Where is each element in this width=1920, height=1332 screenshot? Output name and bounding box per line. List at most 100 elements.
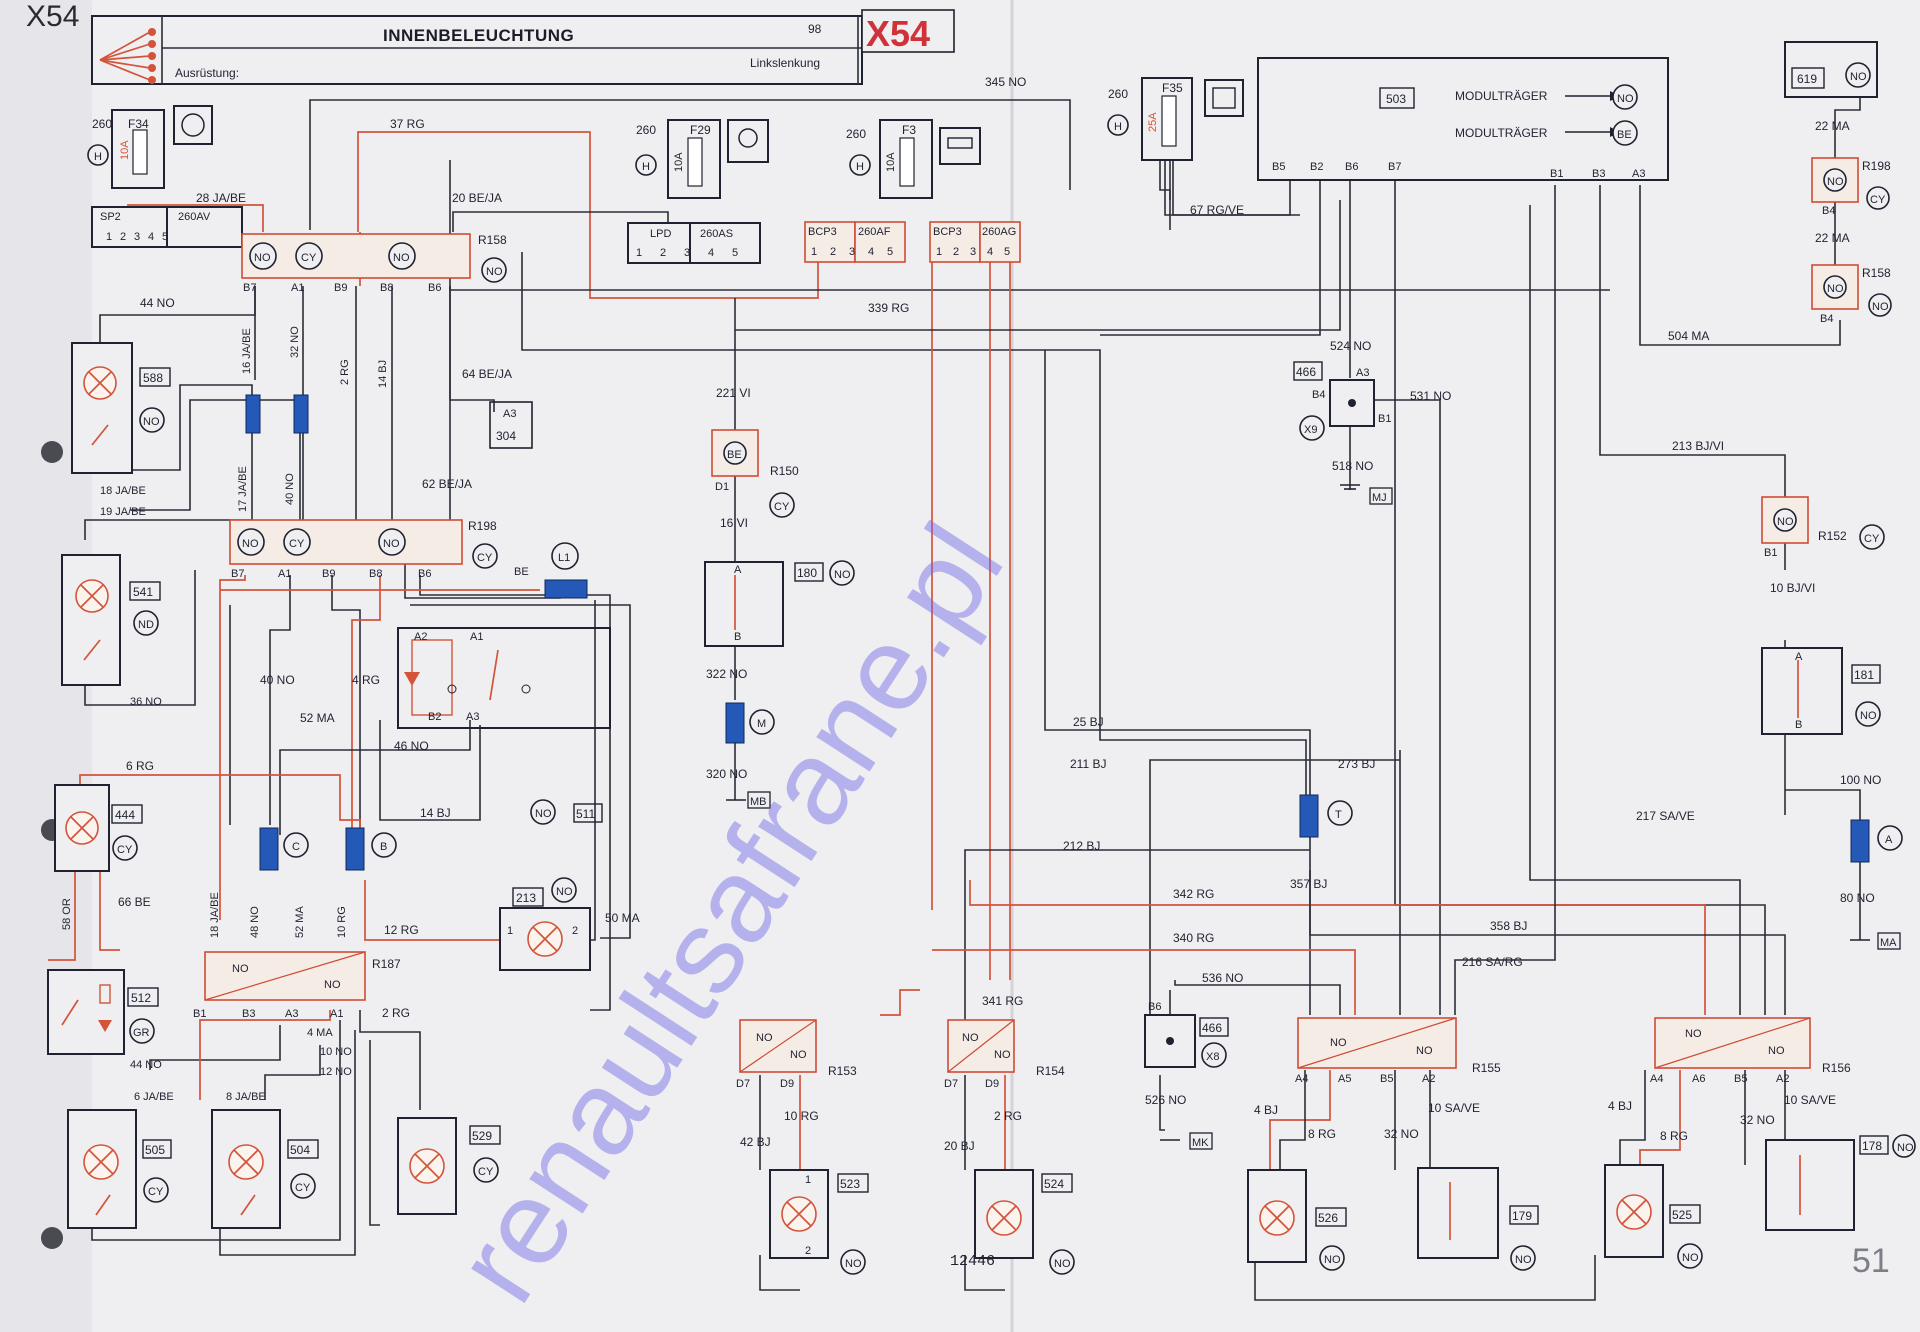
ground-mj: MJ — [1340, 484, 1393, 505]
wire-label: 10 SA/VE — [1428, 1101, 1480, 1115]
pin-label: B2 — [428, 711, 441, 723]
module-304: A3 304 — [489, 401, 533, 449]
wire-label: 12 RG — [384, 923, 419, 937]
fuse-code: 260 — [1108, 87, 1128, 101]
wire — [419, 575, 611, 1011]
pin-label: B4 — [1822, 205, 1835, 217]
lamp-444: 444 CY — [54, 784, 143, 872]
wire-label: 358 BJ — [1490, 919, 1527, 933]
lamp-524: 524 NO — [974, 1169, 1075, 1275]
relay-code: R150 — [770, 464, 799, 478]
tag: NO — [1860, 710, 1877, 722]
wire-label: 19 JA/BE — [100, 506, 146, 518]
switch-180: A B 180 NO — [704, 560, 855, 647]
fuse-side: H — [1114, 121, 1122, 133]
wire-label: 14 BJ — [377, 360, 389, 388]
pin-label: B6 — [1148, 1001, 1161, 1013]
wire-label: 42 BJ — [740, 1135, 771, 1149]
wire-label: 6 JA/BE — [134, 1091, 174, 1103]
wire-label: 524 NO — [1330, 339, 1371, 353]
tag: CY — [117, 844, 133, 856]
component-code: 525 — [1672, 1208, 1692, 1222]
wire — [1454, 185, 1556, 1015]
pin-label: B5 — [1734, 1073, 1747, 1085]
tag: NO — [994, 1049, 1011, 1061]
pin-number: 2 — [120, 231, 126, 243]
fuse-f34: F34 10A 260 H — [87, 105, 213, 189]
tag: NO — [254, 252, 271, 264]
wire-label: 518 NO — [1332, 459, 1373, 473]
wire — [1599, 185, 1786, 500]
lamp-525: 525 NO — [1604, 1164, 1703, 1269]
wire-label: 52 MA — [294, 906, 306, 938]
module-label: MODULTRÄGER — [1455, 89, 1548, 103]
tag: X9 — [1304, 424, 1317, 436]
ground-mk: MK — [1160, 1132, 1213, 1150]
pin-label: A2 — [414, 631, 427, 643]
wire-label: 16 VI — [720, 516, 748, 530]
ground-label: MK — [1192, 1137, 1209, 1149]
splice-connector-m — [725, 702, 745, 744]
module-code: 304 — [496, 429, 516, 443]
relay-code: R198 — [1862, 159, 1891, 173]
lamp-588: 588 NO — [71, 342, 171, 474]
tag: CY — [148, 1186, 164, 1198]
wire-label: 22 MA — [1815, 119, 1850, 133]
fuse-name: F3 — [902, 123, 916, 137]
junction-466-x9: 466 X9 A3 B4 B1 — [1293, 361, 1391, 441]
fuse-code: 260 — [92, 117, 112, 131]
wire — [1310, 750, 1401, 1015]
wire-label: 8 RG — [1660, 1129, 1688, 1143]
pin-label: A3 — [503, 408, 516, 420]
tag: NO — [1827, 176, 1844, 188]
fuse-rating: 25A — [1147, 112, 1159, 132]
pin-number: 3 — [849, 246, 855, 258]
wire-label: BE — [514, 566, 529, 578]
wire — [964, 1255, 1005, 1291]
splice-tag: A — [1885, 834, 1893, 846]
splice-tag: T — [1335, 809, 1342, 821]
splice-tag: B — [380, 841, 387, 853]
tag: NO — [232, 963, 249, 975]
pin-label: B2 — [1310, 161, 1323, 173]
wire-label: 37 RG — [390, 117, 425, 131]
switch-179: 179 NO — [1417, 1167, 1539, 1271]
fuse-f3: F3 10A 260 H — [846, 119, 981, 199]
pin-number: 5 — [162, 231, 168, 243]
pin-label: D9 — [780, 1078, 794, 1090]
pin-label: D1 — [715, 481, 729, 493]
pin-number: 1 — [636, 247, 642, 259]
wire-label: 10 NO — [320, 1046, 352, 1058]
wire-label: 4 BJ — [1254, 1103, 1278, 1117]
pin-label: B7 — [1388, 161, 1401, 173]
connector-label: BCP3 — [933, 226, 962, 238]
splice-connector-b — [345, 827, 365, 871]
wire — [351, 575, 381, 835]
wire-label: 18 JA/BE — [100, 485, 146, 497]
pin-label: B4 — [1820, 313, 1833, 325]
pin-number: 2 — [805, 1245, 811, 1257]
pin-label: A2 — [1776, 1073, 1789, 1085]
ground-label: MA — [1880, 937, 1897, 949]
splice-connector — [245, 394, 261, 434]
connector-sp2: SP2 260AV 1 2 3 4 5 — [91, 206, 243, 248]
tag: NO — [535, 808, 552, 820]
tag: CY — [289, 538, 305, 550]
pin-label: A6 — [1692, 1073, 1705, 1085]
wire — [410, 604, 631, 939]
splice-connector-t — [1299, 794, 1319, 838]
tag: ND — [138, 619, 154, 631]
pin-number: 2 — [953, 246, 959, 258]
pin-label: A3 — [1356, 367, 1369, 379]
wiring — [48, 85, 1861, 1301]
component-code: 213 — [516, 891, 536, 905]
page-number: 51 — [1852, 1242, 1890, 1280]
fuse-side: H — [94, 151, 102, 163]
pin-label: D7 — [736, 1078, 750, 1090]
wire-label: 4 BJ — [1608, 1099, 1632, 1113]
lamp-213: 1 2 213 NO — [499, 877, 591, 971]
wire — [99, 865, 120, 951]
pin-label: B6 — [428, 282, 441, 294]
junction-466-x8: B6 466 X8 — [1144, 1001, 1229, 1068]
wire-label: 211 BJ — [1070, 757, 1106, 771]
